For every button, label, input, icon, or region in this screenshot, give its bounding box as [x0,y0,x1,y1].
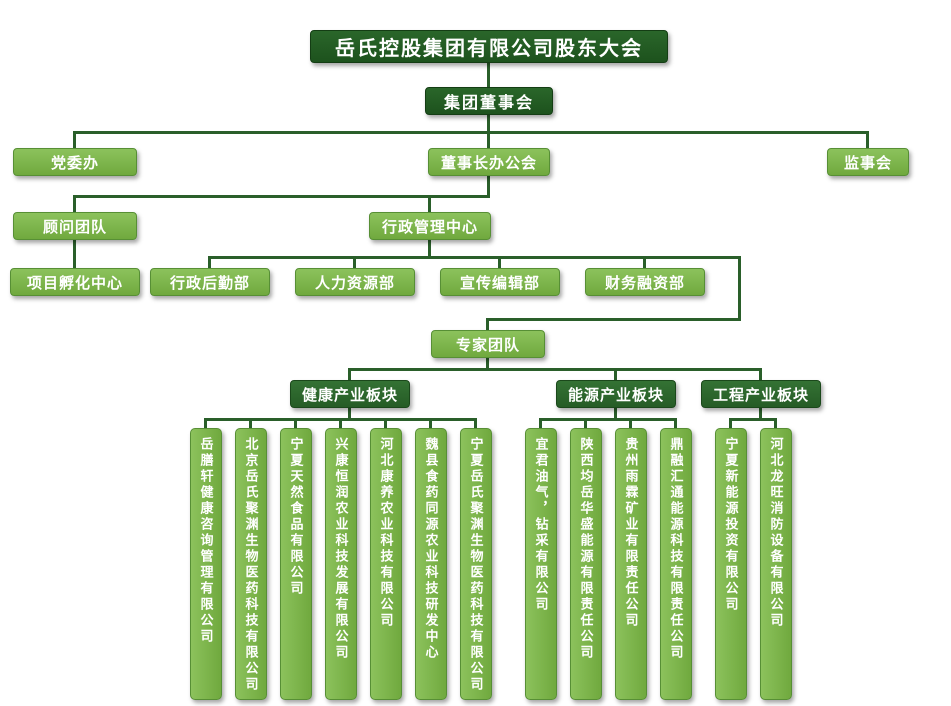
company-node: 兴康恒润农业科技发展有限公司 [325,428,357,700]
node-hr-dept: 人力资源部 [295,268,415,296]
connector-line [348,408,351,419]
company-label: 陕西均岳华盛能源有限责任公司 [578,437,594,661]
connector-line [204,418,207,428]
company-label: 北京岳氏聚渊生物医药科技有限公司 [243,437,259,693]
node-finance-financing-dept: 财务融资部 [585,268,705,296]
connector-line [348,368,351,380]
company-node: 岳膳轩健康咨询管理有限公司 [190,428,222,700]
connector-line [348,368,762,371]
connector-line [759,408,762,419]
company-label: 贵州雨霖矿业有限责任公司 [623,437,639,629]
node-engineering-industry-section: 工程产业板块 [701,380,821,408]
connector-line [539,418,542,428]
connector-line [353,256,356,268]
company-label: 宁夏新能源投资有限公司 [723,437,739,613]
connector-line [866,131,869,148]
connector-line [738,256,741,319]
connector-line [614,408,617,419]
connector-line [73,195,76,212]
connector-line [73,240,76,268]
company-node: 河北康养农业科技有限公司 [370,428,402,700]
connector-line [584,418,587,428]
node-group-board: 集团董事会 [425,87,553,115]
connector-line [474,418,477,428]
connector-line [487,63,490,88]
connector-line [73,131,76,148]
connector-line [208,256,741,259]
connector-line [294,418,297,428]
company-node: 宁夏新能源投资有限公司 [715,428,747,700]
connector-line [428,240,431,257]
connector-line [729,418,777,421]
connector-line [208,256,211,268]
node-chairman-office-meeting: 董事长办公会 [428,148,550,176]
node-publicity-editorial-dept: 宣传编辑部 [440,268,560,296]
company-label: 宜君油气，钻采有限公司 [533,437,549,613]
connector-line [759,368,762,380]
company-label: 岳膳轩健康咨询管理有限公司 [198,437,214,645]
company-label: 鼎融汇通能源科技有限责任公司 [668,437,684,661]
company-node: 鼎融汇通能源科技有限责任公司 [660,428,692,700]
company-node: 贵州雨霖矿业有限责任公司 [615,428,647,700]
connector-line [486,318,489,330]
connector-line [384,418,387,428]
company-node: 陕西均岳华盛能源有限责任公司 [570,428,602,700]
company-node: 北京岳氏聚渊生物医药科技有限公司 [235,428,267,700]
node-expert-team: 专家团队 [431,330,545,358]
connector-line [486,358,489,369]
company-label: 宁夏天然食品有限公司 [288,437,304,597]
company-label: 河北龙旺消防设备有限公司 [768,437,784,629]
node-health-industry-section: 健康产业板块 [290,380,410,408]
company-label: 宁夏岳氏聚渊生物医药科技有限公司 [468,437,484,693]
node-project-incubation-center: 项目孵化中心 [10,268,140,296]
connector-line [429,418,432,428]
node-supervisory-board: 监事会 [827,148,909,176]
connector-line [629,418,632,428]
company-node: 魏县食药同源农业科技研发中心 [415,428,447,700]
connector-line [498,256,501,268]
connector-line [643,256,646,268]
company-node: 宁夏天然食品有限公司 [280,428,312,700]
connector-line [428,195,431,212]
node-admin-management-center: 行政管理中心 [369,212,491,240]
node-energy-industry-section: 能源产业板块 [556,380,676,408]
company-label: 河北康养农业科技有限公司 [378,437,394,629]
connector-line [487,131,490,148]
connector-line [674,418,677,428]
connector-line [774,418,777,428]
connector-line [487,176,490,196]
connector-line [487,115,490,132]
connector-line [73,131,869,134]
node-advisor-team: 顾问团队 [13,212,137,240]
company-label: 魏县食药同源农业科技研发中心 [423,437,439,661]
company-node: 宁夏岳氏聚渊生物医药科技有限公司 [460,428,492,700]
node-party-committee-office: 党委办 [13,148,137,176]
connector-line [614,368,617,380]
connector-line [249,418,252,428]
node-admin-logistics-dept: 行政后勤部 [150,268,270,296]
connector-line [539,418,677,421]
connector-line [73,195,490,198]
company-label: 兴康恒润农业科技发展有限公司 [333,437,349,661]
connector-line [729,418,732,428]
connector-line [486,318,741,321]
node-shareholders-meeting: 岳氏控股集团有限公司股东大会 [310,30,668,63]
company-node: 河北龙旺消防设备有限公司 [760,428,792,700]
connector-line [339,418,342,428]
company-node: 宜君油气，钻采有限公司 [525,428,557,700]
